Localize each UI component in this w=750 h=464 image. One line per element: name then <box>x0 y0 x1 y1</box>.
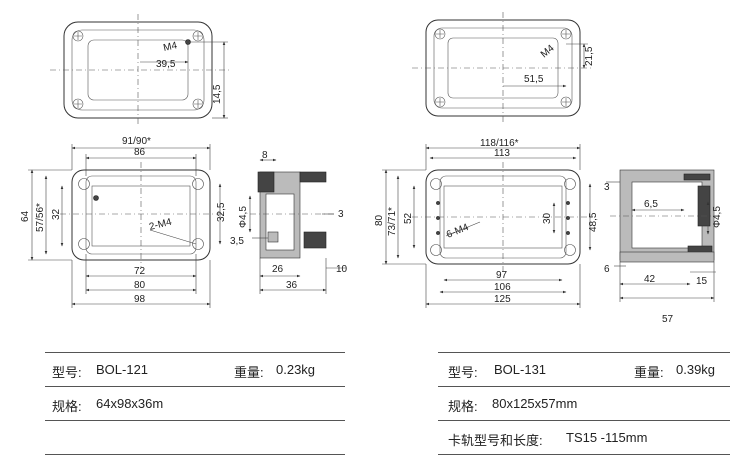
right-rail-value: TS15 -115mm <box>566 430 648 445</box>
right-spec-rule-bottom <box>438 454 730 455</box>
left-size-value: 64x98x36m <box>96 396 164 411</box>
right-rail-label: 卡轨型号和长度: <box>448 433 543 448</box>
dim-30: 30 <box>542 212 553 224</box>
dim-98: 98 <box>134 294 146 305</box>
left-spec-rule-low <box>45 420 345 421</box>
right-weight-value: 0.39kg <box>676 362 716 377</box>
dim-125: 125 <box>494 294 511 305</box>
dim-8: 8 <box>262 150 268 161</box>
dim-106: 106 <box>494 282 511 293</box>
dim-64: 64 <box>20 210 31 222</box>
dim-m4-top-right: M4 <box>539 43 557 61</box>
right-top-screw-holes <box>434 28 572 108</box>
right-model-label: 型号: <box>448 365 478 380</box>
left-model-value: BOL-121 <box>96 362 149 377</box>
left-weight-label: 重量: <box>234 365 264 380</box>
dim-36: 36 <box>286 280 298 291</box>
dim-26: 26 <box>272 264 284 275</box>
dim-57: 57 <box>662 314 674 325</box>
dim-86: 86 <box>134 147 146 158</box>
right-size-value: 80x125x57mm <box>492 396 578 411</box>
dim-15: 15 <box>696 276 708 287</box>
dim-52: 52 <box>403 212 414 224</box>
dim-14-5: 14,5 <box>212 84 223 104</box>
dim-21-5: 21,5 <box>584 46 595 66</box>
left-spec-rule-top <box>45 352 345 353</box>
right-front-view: 118/116* 113 80 73/71* 52 6-M4 30 48,5 9… <box>374 138 599 308</box>
dim-72: 72 <box>134 266 146 277</box>
dim-6-m4: 6-M4 <box>445 222 471 241</box>
dim-6: 6 <box>604 264 610 275</box>
dim-32-5: 32,5 <box>216 202 227 222</box>
dim-3-left: 3 <box>338 209 344 220</box>
left-top-view: M4 39,5 14,5 <box>50 14 230 126</box>
dim-2-m4: 2-M4 <box>148 217 173 233</box>
right-front-screw-holes <box>430 178 576 256</box>
left-model-label: 型号: <box>52 365 82 380</box>
right-weight-label: 重量: <box>634 365 664 380</box>
right-spec-rule-low <box>438 420 730 421</box>
left-spec-rule-mid <box>45 386 345 387</box>
right-side-view: 3 6,5 Φ4,5 6 42 15 57 <box>604 169 723 325</box>
left-weight-value: 0.23kg <box>276 362 316 377</box>
dim-91-90: 91/90* <box>122 136 151 147</box>
dim-m4-top-left: M4 <box>162 40 178 54</box>
left-side-view: 8 3 Φ4,5 3,5 26 10 36 <box>230 150 348 294</box>
left-front-screw-holes <box>78 178 204 250</box>
dim-phi4-5-right: Φ4,5 <box>712 206 723 228</box>
dim-97: 97 <box>496 270 508 281</box>
dim-118-116: 118/116* <box>480 138 519 149</box>
left-size-label: 规格: <box>52 399 82 414</box>
dim-113: 113 <box>494 148 510 159</box>
dim-phi4-5-left: Φ4,5 <box>238 206 249 228</box>
dim-3-5: 3,5 <box>230 236 244 247</box>
dim-32: 32 <box>51 208 62 220</box>
technical-drawing: M4 39,5 14,5 91/90* 86 64 57/56* 32 2-M4 <box>20 12 723 325</box>
dim-73-71: 73/71* <box>387 207 398 236</box>
left-spec-rule-bottom <box>45 454 345 455</box>
left-top-screw-holes <box>72 30 204 110</box>
dim-51-5: 51,5 <box>524 74 544 85</box>
dim-3-right: 3 <box>604 182 610 193</box>
dim-80-left: 80 <box>134 280 146 291</box>
dim-6-5: 6,5 <box>644 199 658 210</box>
dim-39-5: 39,5 <box>156 59 176 70</box>
left-front-view: 91/90* 86 64 57/56* 32 2-M4 32,5 72 80 9… <box>20 136 227 308</box>
right-spec-rule-top <box>438 352 730 353</box>
dim-10: 10 <box>336 264 348 275</box>
right-top-view: M4 51,5 21,5 <box>412 12 595 124</box>
right-spec-rule-mid <box>438 386 730 387</box>
right-model-value: BOL-131 <box>494 362 547 377</box>
right-size-label: 规格: <box>448 399 478 414</box>
dim-57-56: 57/56* <box>35 203 46 232</box>
dim-80-right: 80 <box>374 214 385 226</box>
dim-42: 42 <box>644 274 656 285</box>
dim-48-5: 48,5 <box>588 212 599 232</box>
